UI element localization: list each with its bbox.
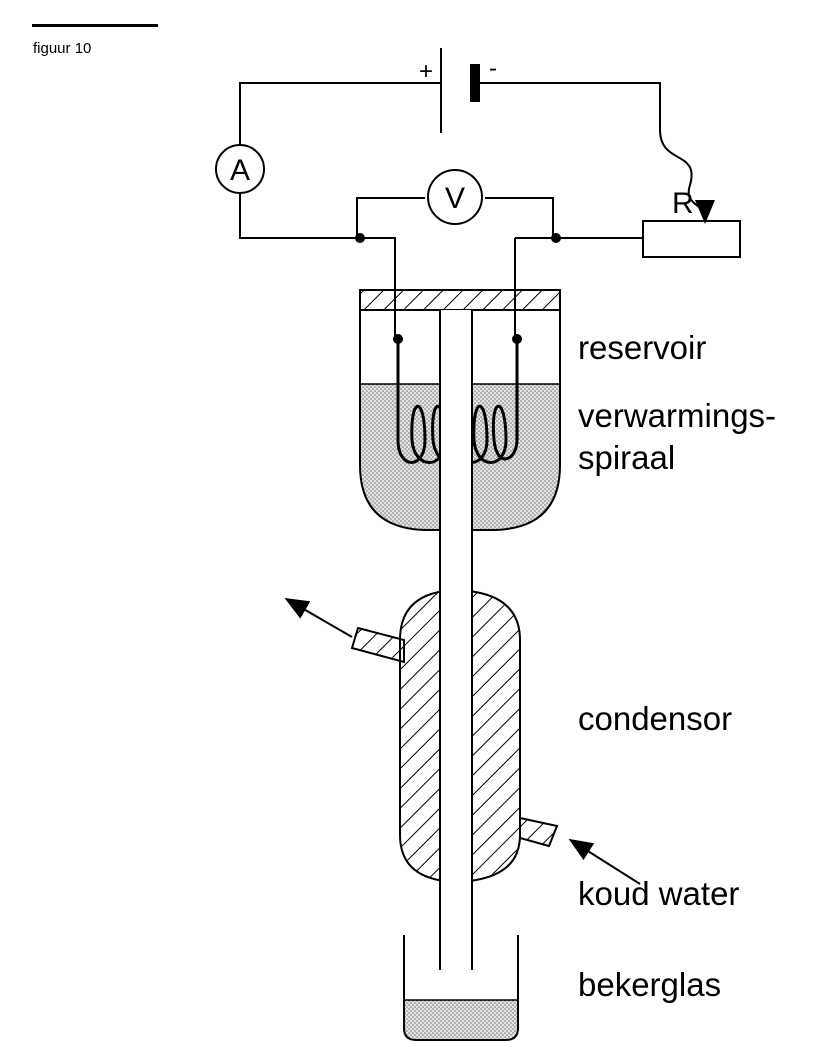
- resistor-icon: R: [642, 187, 741, 258]
- figure-caption: figuur 10: [33, 40, 92, 57]
- spiral-label-line1: verwarmings-: [578, 397, 777, 434]
- voltmeter-icon: V: [427, 169, 483, 225]
- ammeter-icon: A: [215, 144, 265, 194]
- beaker-label: bekerglas: [578, 966, 722, 1003]
- figure-rule: [32, 24, 158, 27]
- condenser-vessel: [350, 588, 559, 884]
- condenser-label: condensor: [578, 700, 733, 737]
- resistor-label: R: [672, 187, 694, 220]
- wire-contact-dot: [512, 334, 522, 344]
- battery-minus-sign: -: [489, 55, 497, 82]
- battery-plus-sign: +: [419, 58, 433, 85]
- beaker: [403, 935, 519, 1041]
- reservoir-vessel: [359, 289, 561, 531]
- voltmeter-label: V: [445, 182, 465, 215]
- ammeter-label: A: [230, 154, 250, 187]
- cold-water-label: koud water: [578, 875, 740, 912]
- spiral-label-line2: spiraal: [578, 439, 676, 476]
- junction-dot: [551, 233, 561, 243]
- wire-contact-dot: [393, 334, 403, 344]
- junction-dot: [355, 233, 365, 243]
- inflow-arrow-icon: [568, 838, 641, 885]
- battery-icon: [440, 48, 480, 133]
- outflow-arrow-icon: [284, 597, 353, 638]
- reservoir-label: reservoir: [578, 329, 707, 366]
